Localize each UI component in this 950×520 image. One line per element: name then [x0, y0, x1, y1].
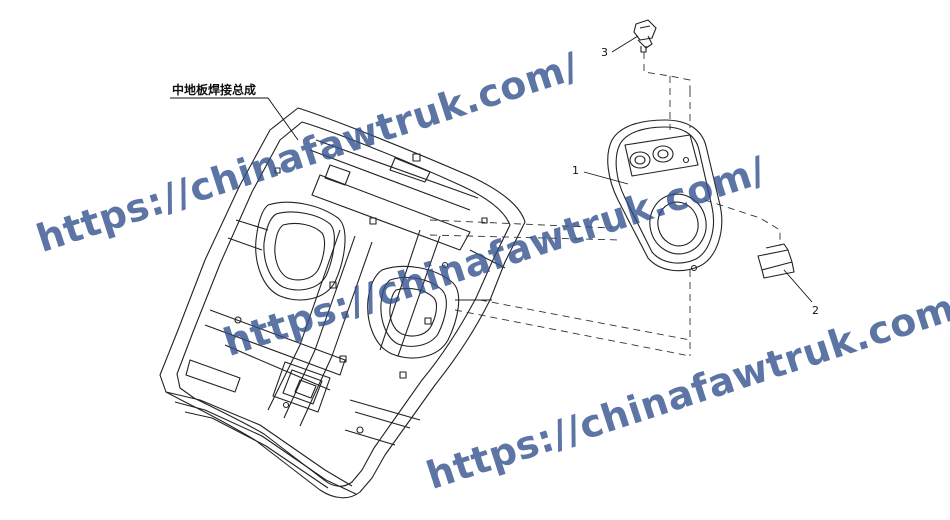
callout-3: 3: [601, 46, 608, 59]
assembly-label: 中地板焊接总成: [172, 82, 256, 97]
leader-lines: [170, 35, 813, 303]
callout-1: 1: [572, 164, 579, 177]
part-3-bolt: [633, 19, 657, 53]
part-1-component: [607, 119, 723, 272]
callout-2: 2: [812, 304, 819, 317]
middle-floor-panel: [159, 107, 526, 499]
assembly-lines: [429, 52, 781, 357]
part-2-clip: [757, 243, 795, 279]
